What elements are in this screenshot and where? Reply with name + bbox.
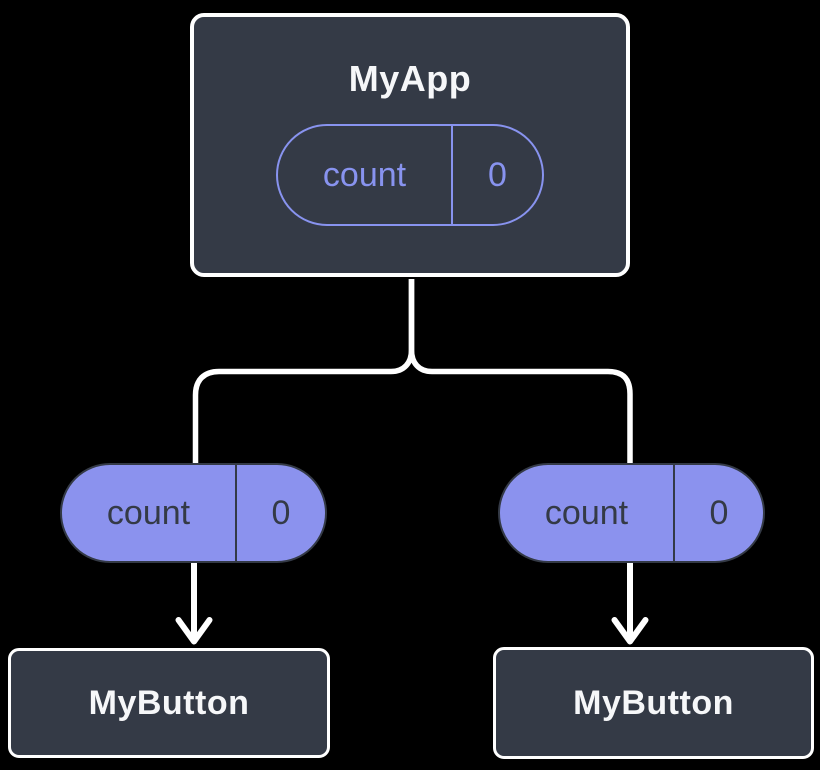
branch-connector-right — [408, 279, 633, 466]
down-arrow-icon — [175, 553, 213, 645]
prop-pill-key: count — [62, 465, 237, 561]
mybutton-node-left: MyButton — [8, 648, 330, 758]
prop-pill-value: 0 — [271, 493, 291, 532]
prop-pill-right: count 0 — [498, 463, 765, 563]
myapp-state-pill: count 0 — [276, 124, 544, 226]
branch-connector-left — [192, 279, 415, 466]
mybutton-node-right: MyButton — [493, 647, 814, 759]
myapp-node-label: MyApp — [348, 58, 472, 99]
mybutton-node-label: MyButton — [88, 684, 250, 722]
prop-pill-value: 0 — [709, 493, 729, 532]
myapp-node: MyApp count 0 — [190, 13, 630, 277]
down-arrow-icon — [611, 553, 649, 645]
prop-pill-left: count 0 — [60, 463, 327, 563]
mybutton-node-label: MyButton — [573, 684, 734, 722]
prop-pill-key: count — [500, 465, 675, 561]
state-pill-value: 0 — [488, 155, 507, 194]
state-pill-key: count — [278, 126, 453, 224]
